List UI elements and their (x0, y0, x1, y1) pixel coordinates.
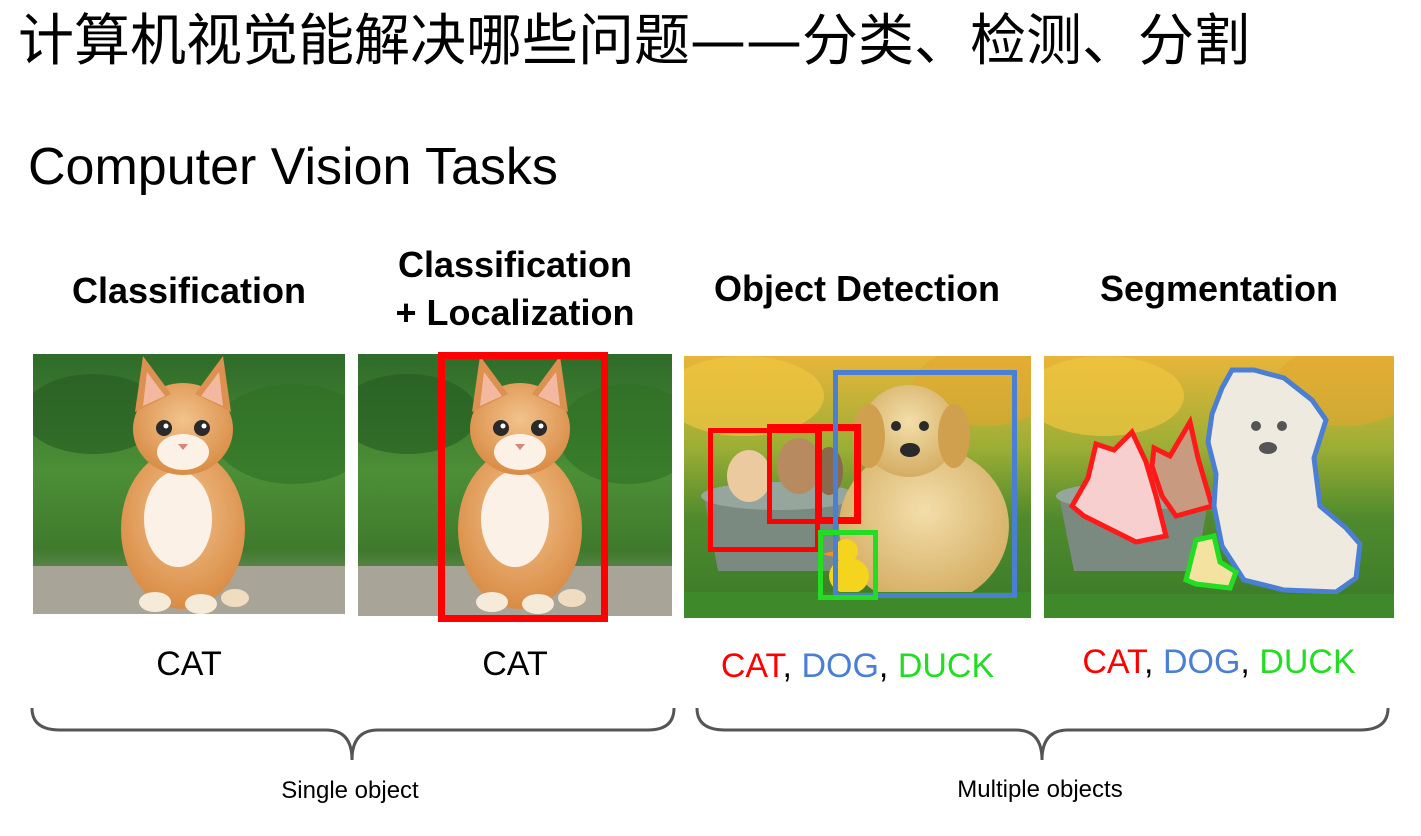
label-dog: DOG (1162, 643, 1241, 681)
label-classification: CAT (33, 644, 345, 684)
heading-classification-localization-line1: Classification (397, 244, 633, 285)
kitten-photo-with-box-icon (358, 354, 672, 616)
label-separator: , (1240, 643, 1260, 681)
heading-object-detection: Object Detection (713, 268, 1001, 309)
detection-box-cat-3 (817, 426, 859, 522)
label-object-detection: CAT, DOG, DUCK (684, 646, 1031, 686)
detection-box-dog (833, 370, 1017, 598)
pets-photo-with-masks-icon (1044, 356, 1394, 618)
single-object-brace (30, 707, 676, 761)
label-cat: CAT (1082, 643, 1145, 681)
localization-bounding-box (438, 352, 608, 622)
label-cat: CAT (156, 645, 222, 683)
english-title: Computer Vision Tasks (28, 138, 558, 196)
grouping-braces (30, 707, 1390, 761)
label-classification-localization: CAT (358, 644, 672, 684)
group-multiple-objects: Multiple objects (957, 776, 1123, 803)
detection-box-duck (818, 530, 878, 600)
label-duck: DUCK (897, 647, 995, 685)
group-single-object: Single object (281, 777, 419, 804)
kitten-photo-icon (33, 354, 345, 614)
label-segmentation: CAT, DOG, DUCK (1044, 642, 1394, 682)
label-separator: , (878, 647, 898, 685)
heading-classification: Classification (71, 270, 307, 311)
multiple-objects-brace (695, 707, 1390, 761)
label-dog: DOG (801, 647, 879, 685)
label-cat: CAT (482, 645, 548, 683)
heading-segmentation: Segmentation (1099, 268, 1339, 309)
label-duck: DUCK (1259, 643, 1356, 681)
chinese-title: 计算机视觉能解决哪些问题——分类、检测、分割 (18, 9, 1250, 74)
label-separator: , (1144, 643, 1163, 681)
heading-classification-localization-line2: + Localization (395, 292, 635, 333)
label-cat: CAT (720, 647, 783, 685)
label-separator: , (782, 647, 802, 685)
